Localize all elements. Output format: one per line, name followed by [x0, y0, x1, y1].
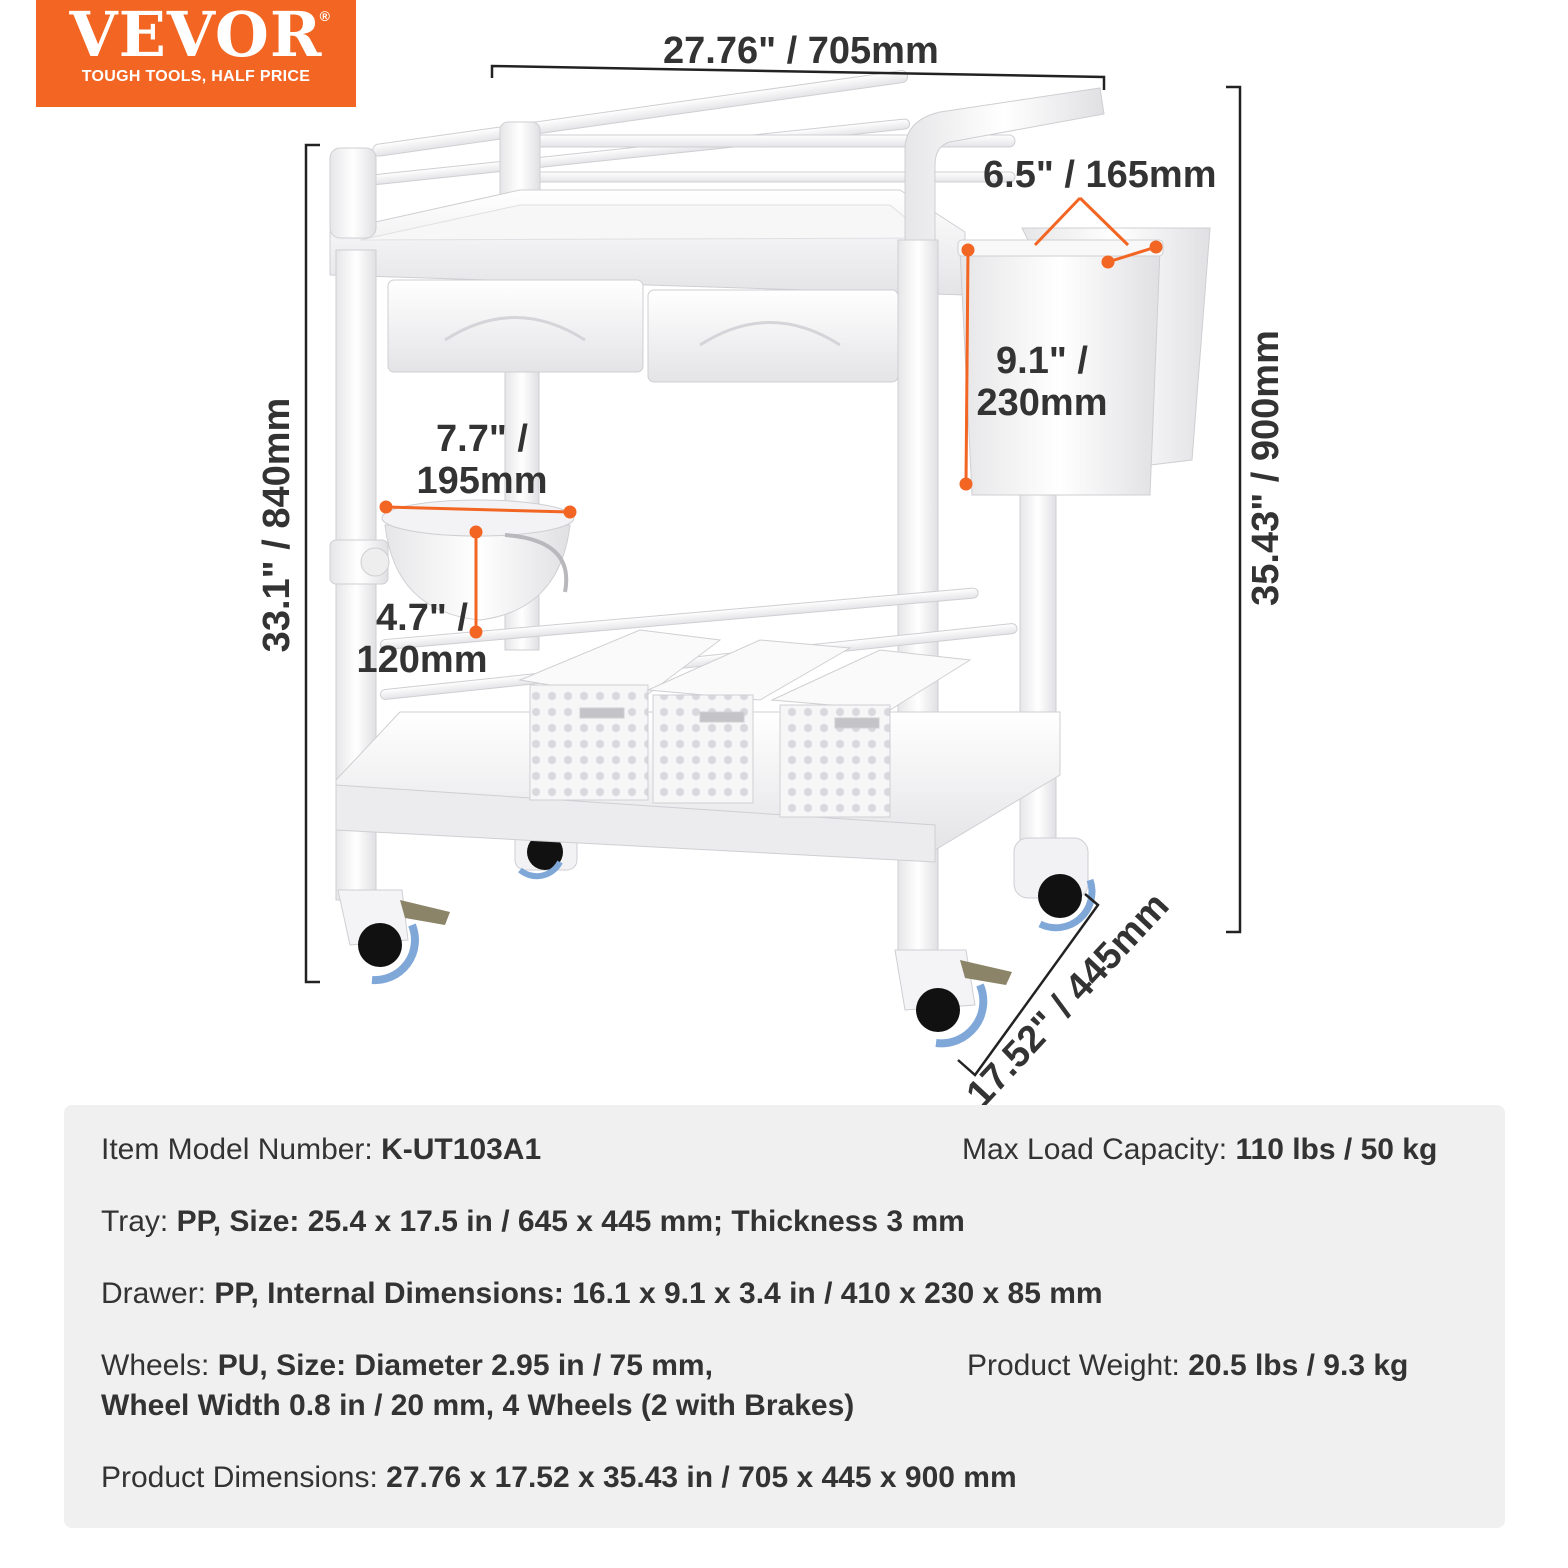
spec-wheels: Wheels: PU, Size: Diameter 2.95 in / 75 … [101, 1346, 854, 1426]
spec-weight-value: 20.5 lbs / 9.3 kg [1188, 1349, 1409, 1382]
bin-height-dimension-label: 9.1" / 230mm [972, 340, 1112, 424]
push-handle [904, 87, 1105, 246]
spec-load-label: Max Load Capacity: [962, 1133, 1228, 1166]
registered-mark: ® [319, 8, 330, 24]
drawers [387, 279, 899, 383]
brand-name: VEVOR [69, 0, 323, 71]
width-dimension-label: 27.76" / 705mm [663, 30, 939, 72]
spec-dimensions: Product Dimensions: 27.76 x 17.52 x 35.4… [101, 1458, 1017, 1498]
bowl-height-line-1: 4.7" / [376, 597, 468, 639]
bin-height-line-2: 230mm [976, 382, 1108, 424]
trolley-illustration [304, 64, 1242, 1077]
total-height-dimension-label: 35.43" / 900mm [1245, 330, 1287, 606]
spec-panel: Item Model Number: K-UT103A1 Max Load Ca… [64, 1105, 1505, 1528]
bowl-height-line-2: 120mm [356, 639, 488, 681]
front-right-wheel [894, 949, 1012, 1048]
spec-wheels-label: Wheels: [101, 1349, 210, 1382]
bin-height-line-1: 9.1" / [996, 340, 1088, 382]
spec-load: Max Load Capacity: 110 lbs / 50 kg [962, 1130, 1437, 1170]
spec-drawer: Drawer: PP, Internal Dimensions: 16.1 x … [101, 1274, 1103, 1314]
spec-weight: Product Weight: 20.5 lbs / 9.3 kg [967, 1346, 1408, 1386]
bowl-diameter-line-2: 195mm [416, 460, 548, 502]
spec-drawer-value: PP, Internal Dimensions: 16.1 x 9.1 x 3.… [214, 1277, 1103, 1310]
spec-dimensions-value: 27.76 x 17.52 x 35.43 in / 705 x 445 x 9… [386, 1461, 1017, 1494]
side-bins [957, 227, 1211, 496]
bowl-diameter-line-1: 7.7" / [436, 418, 528, 460]
spec-tray-value: PP, Size: 25.4 x 17.5 in / 645 x 445 mm;… [176, 1205, 965, 1238]
spec-wheels-value-1: PU, Size: Diameter 2.95 in / 75 mm, [217, 1349, 713, 1382]
bin-width-dimension-label: 6.5" / 165mm [983, 154, 1217, 196]
spec-model: Item Model Number: K-UT103A1 [101, 1130, 541, 1170]
back-right-wheel [1013, 837, 1096, 932]
accent-dimension-lines [379, 196, 1163, 639]
bowl-diameter-dimension-label: 7.7" / 195mm [412, 418, 552, 502]
dimension-lines [304, 64, 1242, 1077]
spec-model-label: Item Model Number: [101, 1133, 373, 1166]
front-left-wheel [337, 889, 450, 985]
spec-tray-label: Tray: [101, 1205, 169, 1238]
brand-tagline: TOUGH TOOLS, HALF PRICE [81, 68, 311, 85]
bowl-height-dimension-label: 4.7" / 120mm [352, 597, 492, 681]
spec-model-value: K-UT103A1 [381, 1133, 542, 1166]
spec-dimensions-label: Product Dimensions: [101, 1461, 378, 1494]
spec-weight-label: Product Weight: [967, 1349, 1180, 1382]
baskets [518, 629, 972, 818]
tray-height-dimension-label: 33.1" / 840mm [256, 397, 298, 653]
brand-logo: VEVOR ® TOUGH TOOLS, HALF PRICE [36, 0, 356, 107]
spec-drawer-label: Drawer: [101, 1277, 207, 1310]
spec-tray: Tray: PP, Size: 25.4 x 17.5 in / 645 x 4… [101, 1202, 965, 1242]
spec-load-value: 110 lbs / 50 kg [1235, 1133, 1438, 1166]
spec-wheels-value-2: Wheel Width 0.8 in / 20 mm, 4 Wheels (2 … [101, 1389, 855, 1422]
